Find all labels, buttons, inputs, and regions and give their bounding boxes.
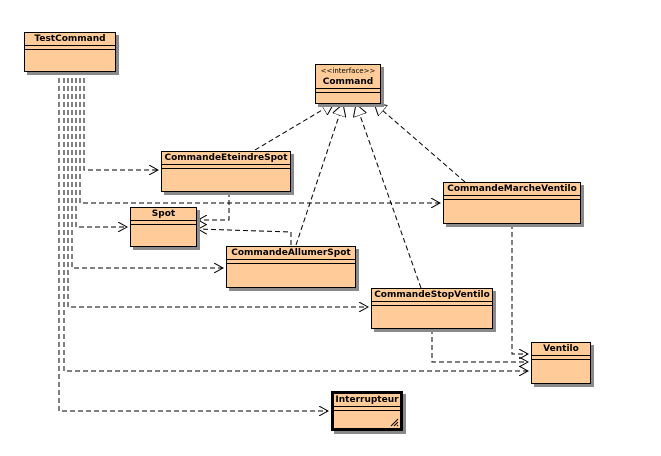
- class-divider: [131, 221, 196, 225]
- dep-allumer-spot: [198, 229, 292, 245]
- class-commande-allumer-spot[interactable]: CommandeAllumerSpot: [226, 246, 356, 288]
- class-ventilo[interactable]: Ventilo: [531, 342, 591, 384]
- class-commande-stop-ventilo[interactable]: CommandeStopVentilo: [371, 288, 493, 329]
- class-divider: [532, 356, 590, 360]
- class-command-interface[interactable]: <<interface>> Command: [315, 64, 381, 104]
- class-name: TestCommand: [25, 33, 115, 46]
- class-interrupteur[interactable]: Interrupteur: [331, 391, 403, 431]
- class-test-command[interactable]: TestCommand: [24, 32, 116, 72]
- class-name: Spot: [131, 208, 196, 221]
- class-divider: [334, 407, 400, 411]
- dep-eteindre-spot: [198, 192, 230, 220]
- dep-marche-ventilo: [511, 224, 528, 354]
- class-divider: [372, 302, 492, 306]
- class-name: CommandeMarcheVentilo: [444, 183, 580, 196]
- realization-eteindre-command: [254, 103, 334, 151]
- realization-stop-command: [356, 104, 422, 289]
- dep-stop-ventilo: [431, 329, 528, 362]
- class-divider: [316, 89, 380, 93]
- class-divider: [227, 260, 355, 264]
- class-name: Command: [316, 76, 380, 89]
- dep-test-marche: [79, 70, 440, 203]
- class-divider: [444, 196, 580, 200]
- class-spot[interactable]: Spot: [130, 207, 197, 247]
- class-commande-eteindre-spot[interactable]: CommandeEteindreSpot: [161, 151, 291, 192]
- class-name: CommandeStopVentilo: [372, 289, 492, 302]
- class-divider: [25, 46, 115, 50]
- resize-handle-icon[interactable]: [390, 418, 399, 427]
- class-name: Interrupteur: [334, 395, 400, 407]
- realization-marche-command: [374, 103, 466, 183]
- dep-test-eteindre: [83, 70, 158, 170]
- dep-test-stop: [67, 70, 368, 307]
- class-name: Ventilo: [532, 343, 590, 356]
- class-commande-marche-ventilo[interactable]: CommandeMarcheVentilo: [443, 182, 581, 224]
- dep-test-ventilo: [63, 70, 528, 371]
- class-divider: [162, 165, 290, 169]
- stereotype-label: <<interface>>: [320, 67, 376, 75]
- dep-test-spot: [75, 70, 127, 227]
- class-name: CommandeAllumerSpot: [227, 247, 355, 260]
- dep-test-interrupteur: [58, 70, 328, 411]
- realization-allumer-command: [295, 104, 343, 246]
- dep-test-allumer: [71, 70, 223, 268]
- class-name: CommandeEteindreSpot: [162, 152, 290, 165]
